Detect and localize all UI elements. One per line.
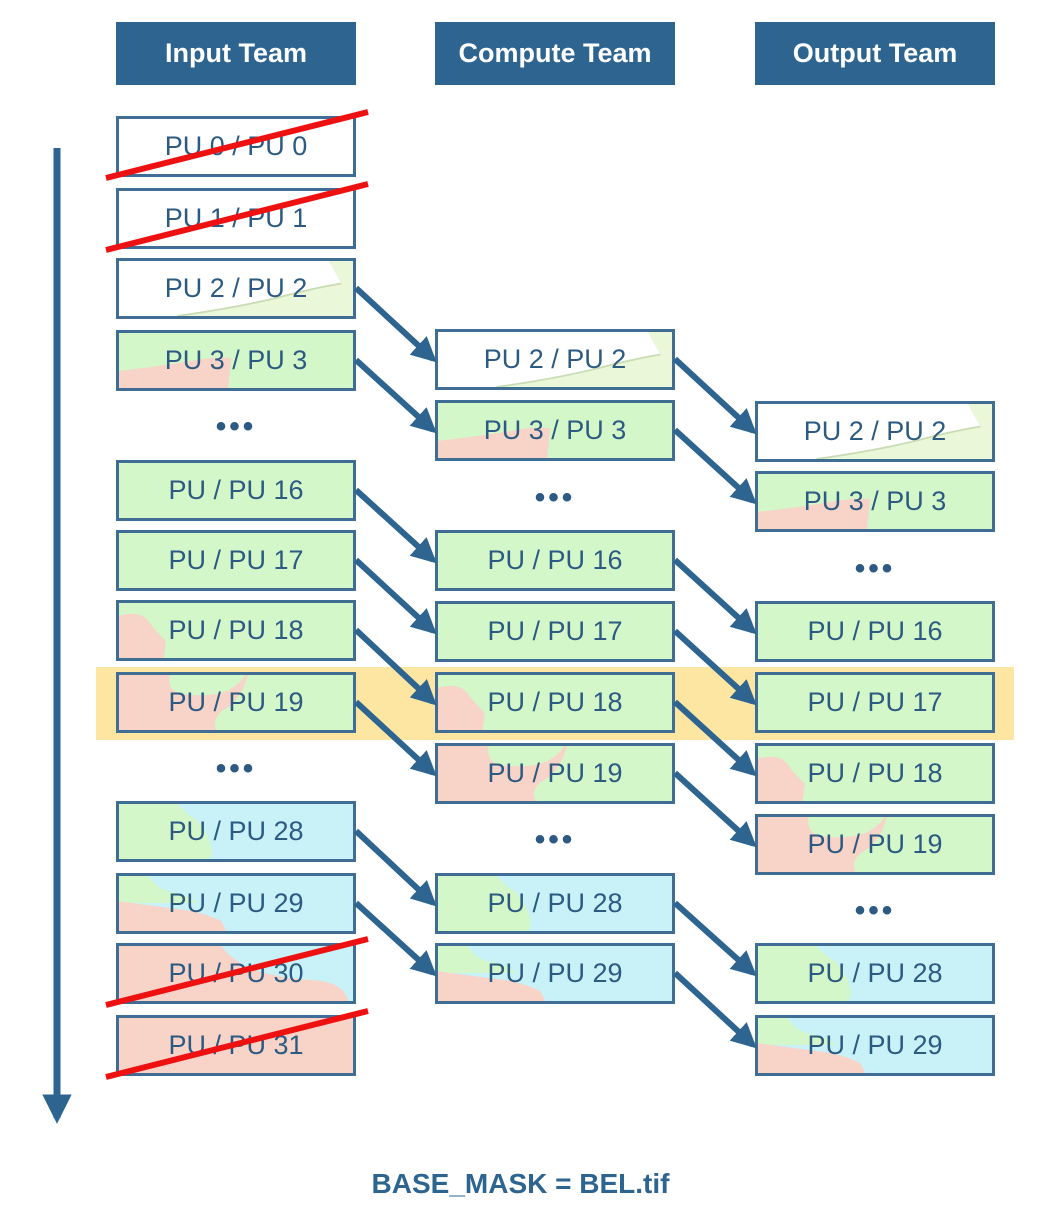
input-box: PU / PU 17 bbox=[116, 530, 356, 591]
compute-box-label: PU 2 / PU 2 bbox=[483, 344, 627, 374]
input-to-compute-arrow bbox=[353, 557, 437, 635]
compute-box-label: PU 3 / PU 3 bbox=[483, 415, 627, 445]
output-box-label: PU / PU 16 bbox=[807, 616, 943, 646]
compute-box: PU 2 / PU 2 bbox=[435, 329, 675, 390]
output-box-label: PU / PU 29 bbox=[807, 1030, 943, 1060]
input-box: PU / PU 28 bbox=[116, 801, 356, 862]
input-box: PU 3 / PU 3 bbox=[116, 330, 356, 391]
compute-box: PU / PU 16 bbox=[435, 530, 675, 591]
compute-box-label: PU / PU 19 bbox=[487, 758, 623, 788]
compute-to-output-arrow bbox=[672, 628, 757, 706]
output-box: PU / PU 18 bbox=[755, 743, 995, 804]
compute-box: PU / PU 18 bbox=[435, 672, 675, 733]
input-to-compute-arrow bbox=[353, 285, 437, 363]
compute-to-output-arrow bbox=[672, 427, 757, 505]
strike-through-mark bbox=[105, 109, 369, 181]
header-input-team: Input Team bbox=[116, 22, 356, 85]
input-box-label: PU / PU 19 bbox=[168, 687, 304, 717]
output-box-label: PU / PU 18 bbox=[807, 758, 943, 788]
input-box: PU 2 / PU 2 bbox=[116, 258, 356, 319]
input-box-label: PU / PU 18 bbox=[168, 615, 304, 645]
compute-box-label: PU / PU 28 bbox=[487, 888, 623, 918]
ellipsis-compute-2: ••• bbox=[534, 823, 576, 856]
output-box: PU 2 / PU 2 bbox=[755, 401, 995, 462]
input-box: PU / PU 29 bbox=[116, 873, 356, 934]
footer-caption: BASE_MASK = BEL.tif bbox=[371, 1168, 670, 1199]
output-box: PU / PU 19 bbox=[755, 814, 995, 875]
output-box: PU / PU 29 bbox=[755, 1015, 995, 1076]
compute-to-output-arrow bbox=[672, 699, 757, 777]
compute-to-output-arrow bbox=[672, 770, 757, 848]
compute-to-output-arrow bbox=[672, 970, 757, 1049]
compute-box: PU / PU 17 bbox=[435, 601, 675, 662]
input-box: PU / PU 16 bbox=[116, 460, 356, 521]
input-to-compute-arrow bbox=[353, 900, 437, 977]
input-box-label: PU / PU 17 bbox=[168, 545, 304, 575]
input-box-label: PU / PU 28 bbox=[168, 816, 304, 846]
ellipsis-input-2: ••• bbox=[215, 752, 257, 785]
ellipsis-output-1: ••• bbox=[854, 552, 896, 585]
header-output-team: Output Team bbox=[755, 22, 995, 85]
input-box: PU / PU 19 bbox=[116, 672, 356, 733]
output-box: PU / PU 17 bbox=[755, 672, 995, 733]
header-compute-team: Compute Team bbox=[435, 22, 675, 85]
compute-box-label: PU / PU 29 bbox=[487, 958, 623, 988]
strike-through-mark bbox=[105, 936, 369, 1008]
output-box-label: PU / PU 17 bbox=[807, 687, 943, 717]
strike-through-mark bbox=[105, 1008, 369, 1080]
input-box-label: PU 3 / PU 3 bbox=[164, 345, 308, 375]
ellipsis-output-2: ••• bbox=[854, 894, 896, 927]
input-to-compute-arrow bbox=[353, 699, 437, 777]
input-box-label: PU 2 / PU 2 bbox=[164, 273, 308, 303]
compute-to-output-arrow bbox=[672, 900, 757, 977]
compute-box: PU / PU 29 bbox=[435, 943, 675, 1004]
output-box-label: PU 3 / PU 3 bbox=[803, 486, 947, 516]
output-box: PU / PU 28 bbox=[755, 943, 995, 1004]
compute-box-label: PU / PU 17 bbox=[487, 616, 623, 646]
input-to-compute-arrow bbox=[353, 357, 437, 434]
output-box-label: PU / PU 28 bbox=[807, 958, 943, 988]
output-box: PU / PU 16 bbox=[755, 601, 995, 662]
input-box-label: PU / PU 29 bbox=[168, 888, 304, 918]
input-to-compute-arrow bbox=[353, 828, 437, 907]
ellipsis-input-1: ••• bbox=[215, 410, 257, 443]
compute-to-output-arrow bbox=[672, 356, 757, 435]
strike-through-mark bbox=[105, 181, 369, 253]
ellipsis-compute-1: ••• bbox=[534, 481, 576, 514]
input-to-compute-arrow bbox=[353, 627, 437, 706]
compute-box: PU / PU 28 bbox=[435, 873, 675, 934]
output-box-label: PU / PU 19 bbox=[807, 829, 943, 859]
output-box-label: PU 2 / PU 2 bbox=[803, 416, 947, 446]
input-to-compute-arrow bbox=[353, 487, 437, 564]
compute-box: PU 3 / PU 3 bbox=[435, 400, 675, 461]
compute-to-output-arrow bbox=[672, 557, 757, 635]
input-box: PU / PU 18 bbox=[116, 600, 356, 661]
input-box-label: PU / PU 16 bbox=[168, 475, 304, 505]
output-box: PU 3 / PU 3 bbox=[755, 471, 995, 532]
compute-box-label: PU / PU 16 bbox=[487, 545, 623, 575]
compute-box-label: PU / PU 18 bbox=[487, 687, 623, 717]
